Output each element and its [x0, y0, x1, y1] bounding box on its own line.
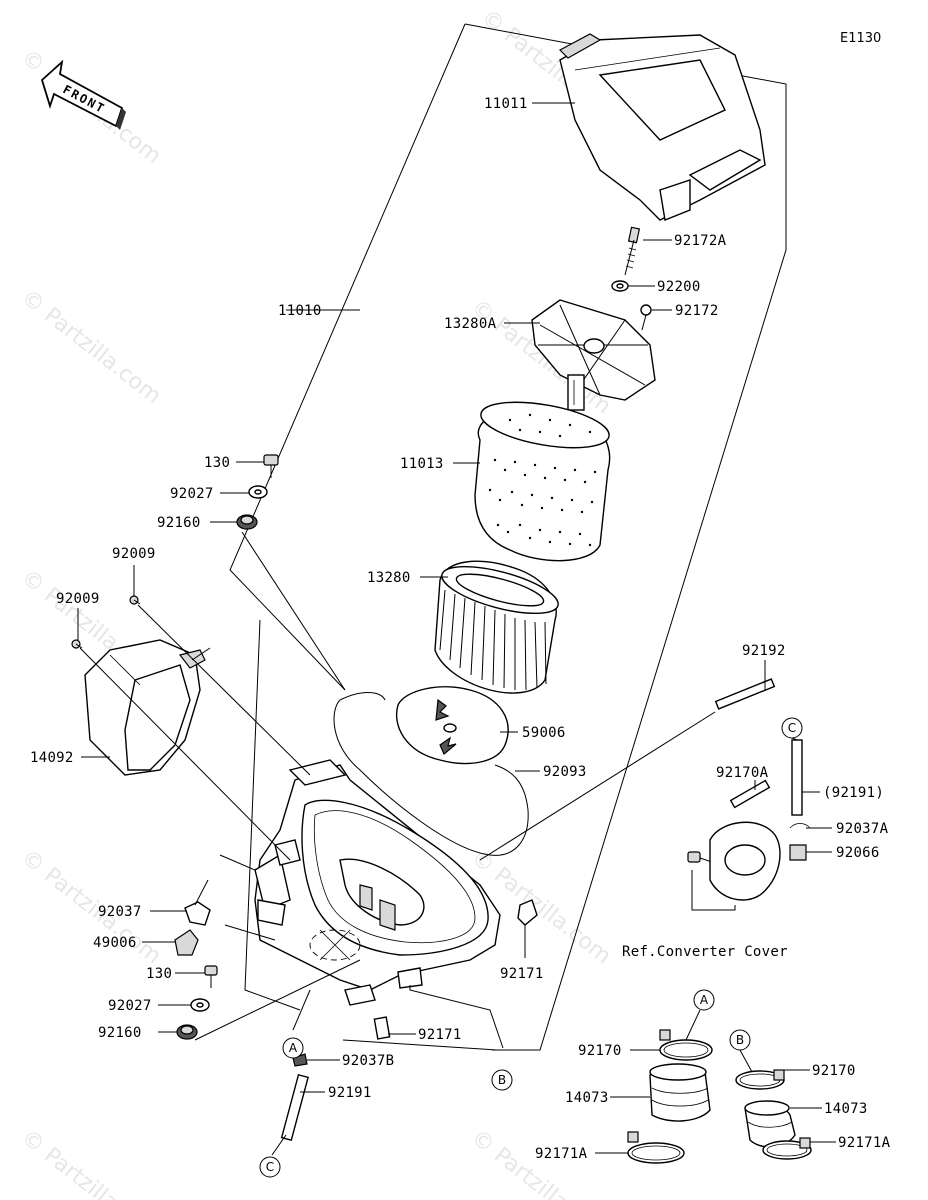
- clip-92171-bottom: [373, 1016, 391, 1040]
- label-92170a: 92170A: [716, 765, 769, 781]
- screw-92009-a: [129, 595, 141, 605]
- screw-92172: [640, 304, 652, 331]
- pipe-92192: [479, 678, 776, 861]
- front-arrow-icon: FRONT: [40, 59, 126, 130]
- label-130-bottom: 130: [146, 966, 172, 982]
- ref-marker-label: C: [266, 1160, 274, 1174]
- clamp-92037A: [789, 823, 811, 829]
- fitting-92066: [789, 844, 807, 861]
- washer-92200: [611, 280, 629, 292]
- pipe-92191-ref: [791, 739, 803, 816]
- label-92191: 92191: [328, 1085, 372, 1101]
- watermark: © Partzilla.com: [16, 1125, 165, 1200]
- cap-49006: [174, 929, 199, 956]
- ref-marker-b-left: B: [491, 1069, 513, 1091]
- screen-59006: [396, 686, 509, 765]
- ref-marker-b-right: B: [729, 1029, 751, 1051]
- label-130-top: 130: [204, 455, 230, 471]
- label-92171a-left: 92171A: [535, 1146, 588, 1162]
- diagram-code: E1130: [840, 31, 881, 46]
- label-92037a: 92037A: [836, 821, 889, 837]
- filter-holder-13280a: [531, 299, 656, 411]
- label-92200: 92200: [657, 279, 701, 295]
- label-92170-right: 92170: [812, 1063, 856, 1079]
- label-92037b: 92037B: [342, 1053, 394, 1069]
- label-92191-ref: (92191): [823, 785, 884, 801]
- ref-marker-a-left: A: [282, 1037, 304, 1059]
- ref-marker-label: A: [700, 993, 709, 1007]
- callout-labels: 11011 92172A 92200 92172 13280A 11010 11…: [30, 96, 891, 1162]
- ref-marker-c-bottom: C: [259, 1156, 281, 1178]
- label-14073-right: 14073: [824, 1101, 868, 1117]
- label-49006: 49006: [93, 935, 137, 951]
- label-92027-bottom: 92027: [108, 998, 152, 1014]
- label-92009-b: 92009: [56, 591, 100, 607]
- ref-marker-label: C: [788, 721, 796, 735]
- filter-cage-13280: [434, 560, 559, 694]
- boot-14073-left: [649, 1063, 711, 1122]
- gasket-92093: [333, 692, 529, 856]
- label-ref-converter-cover: Ref.Converter Cover: [622, 944, 788, 960]
- label-92171-bottom: 92171: [418, 1027, 462, 1043]
- label-92170-left: 92170: [578, 1043, 622, 1059]
- label-11010: 11010: [278, 303, 322, 319]
- label-92192: 92192: [742, 643, 786, 659]
- label-92027-top: 92027: [170, 486, 214, 502]
- label-59006: 59006: [522, 725, 566, 741]
- label-92009-a: 92009: [112, 546, 156, 562]
- ref-marker-label: B: [736, 1033, 744, 1047]
- clip-92171-right: [517, 899, 538, 926]
- clamp-92037: [184, 901, 211, 926]
- ref-marker-label: B: [498, 1073, 506, 1087]
- grommet-92160-top: [236, 514, 258, 530]
- label-92172a: 92172A: [674, 233, 727, 249]
- clamp-92171A-right: [762, 1137, 812, 1160]
- label-92172: 92172: [675, 303, 719, 319]
- cover-14092: [84, 639, 211, 776]
- ref-marker-label: A: [289, 1041, 298, 1055]
- label-92093: 92093: [543, 764, 587, 780]
- air-cleaner-cover: [559, 33, 766, 221]
- clamp-92170-left: [659, 1029, 713, 1061]
- leader-lines: [77, 102, 836, 1156]
- pipe-92191: [280, 1073, 309, 1142]
- label-92171-right: 92171: [500, 966, 544, 982]
- label-13280: 13280: [367, 570, 411, 586]
- collar-92027-top: [248, 485, 268, 499]
- label-11013: 11013: [400, 456, 444, 472]
- grommet-92160-bottom: [176, 1024, 198, 1040]
- label-14073-left: 14073: [565, 1090, 609, 1106]
- ref-marker-c-top: C: [781, 717, 803, 739]
- boot-14073-right: [744, 1100, 796, 1148]
- label-11011: 11011: [484, 96, 528, 112]
- label-14092: 14092: [30, 750, 74, 766]
- air-cleaner-case: [254, 759, 501, 1006]
- screw-92009-b: [71, 639, 83, 649]
- label-13280a: 13280A: [444, 316, 497, 332]
- label-92037: 92037: [98, 904, 142, 920]
- watermark: © Partzilla.com: [16, 845, 165, 969]
- bolt-92172a: [624, 226, 641, 276]
- label-92066: 92066: [836, 845, 880, 861]
- label-92160-top: 92160: [157, 515, 201, 531]
- clamp-92171A-left: [627, 1131, 685, 1164]
- clamp-92170-right: [735, 1069, 785, 1090]
- label-92171a-right: 92171A: [838, 1135, 891, 1151]
- label-92160-bottom: 92160: [98, 1025, 142, 1041]
- collar-92027-bottom: [190, 998, 210, 1012]
- watermark: © Partzilla.com: [466, 1125, 615, 1200]
- converter-cover-group: [687, 779, 781, 911]
- ref-marker-a-right: A: [693, 989, 715, 1011]
- bolt-130-top: [263, 454, 279, 478]
- watermark: © Partzilla.com: [16, 285, 165, 409]
- foam-filter-11013: [474, 401, 611, 562]
- bolt-130-bottom: [204, 965, 218, 988]
